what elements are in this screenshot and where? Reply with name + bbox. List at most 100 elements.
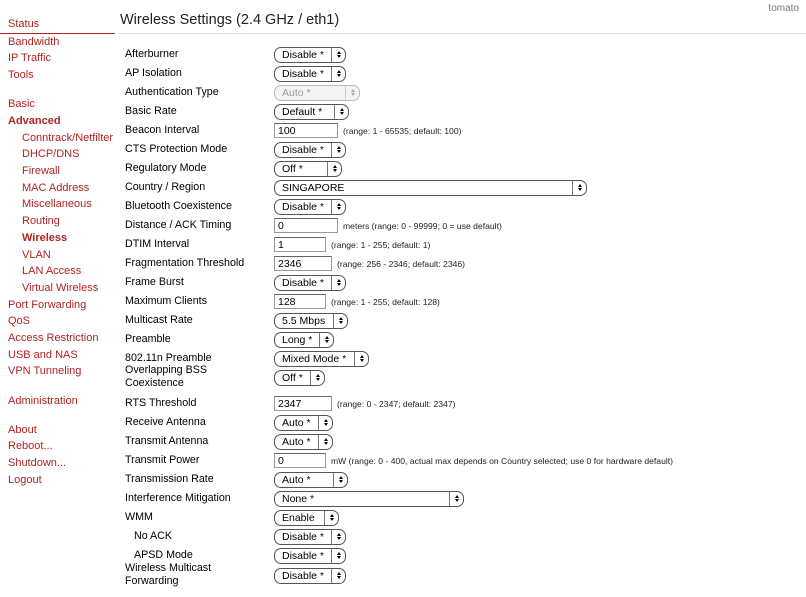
setting-label: Basic Rate (125, 105, 177, 117)
dtim-interval-input[interactable] (274, 237, 326, 252)
setting-row-ap-isolation: AP Isolation Disable * (125, 64, 805, 83)
transmit-power-input[interactable] (274, 453, 326, 468)
dtim-hint: (range: 1 - 255; default: 1) (331, 239, 431, 250)
sidebar-item-lan-access[interactable]: LAN Access (22, 265, 82, 278)
sidebar-item-routing[interactable]: Routing (22, 215, 60, 228)
frame-burst-select[interactable]: Disable * (274, 274, 346, 291)
sidebar-item-vpn-tunneling[interactable]: VPN Tunneling (8, 365, 82, 378)
setting-row-multicast-forwarding: Wireless Multicast Forwarding Disable * (125, 562, 805, 587)
sidebar-item-basic[interactable]: Basic (8, 98, 35, 111)
multicast-rate-select[interactable]: 5.5 Mbps (274, 312, 348, 329)
setting-label: No ACK (134, 530, 173, 542)
max-clients-hint: (range: 1 - 255; default: 128) (331, 296, 440, 307)
multicast-forwarding-select[interactable]: Disable * (274, 567, 346, 584)
sidebar-nav: Status Bandwidth IP Traffic Tools Basic … (0, 16, 115, 488)
obss-coexistence-select[interactable]: Off * (274, 369, 325, 386)
select-arrows-icon (331, 548, 345, 563)
sidebar-item-port-forwarding[interactable]: Port Forwarding (8, 298, 87, 311)
sidebar-item-conntrack[interactable]: Conntrack/Netfilter (22, 131, 114, 144)
setting-label: CTS Protection Mode (125, 143, 228, 155)
setting-label: Bluetooth Coexistence (125, 200, 232, 212)
sidebar-item-miscellaneous[interactable]: Miscellaneous (22, 198, 92, 211)
beacon-interval-input[interactable] (274, 123, 338, 138)
setting-row-bluetooth: Bluetooth Coexistence Disable * (125, 197, 805, 216)
sidebar-item-qos[interactable]: QoS (8, 315, 31, 328)
distance-input[interactable] (274, 218, 338, 233)
fragmentation-hint: (range: 256 - 2346; default: 2346) (337, 258, 466, 269)
sidebar-item-mac-address[interactable]: MAC Address (22, 181, 90, 194)
setting-label: Authentication Type (125, 86, 219, 98)
apsd-mode-select[interactable]: Disable * (274, 547, 346, 564)
auth-type-select: Auto * (274, 84, 360, 101)
cts-protection-select[interactable]: Disable * (274, 141, 346, 158)
select-arrows-icon (333, 313, 347, 328)
select-arrows-icon (331, 275, 345, 290)
setting-label: WMM (125, 511, 153, 523)
preamble-select[interactable]: Long * (274, 331, 334, 348)
select-arrows-icon (345, 85, 359, 100)
select-arrows-icon (572, 180, 586, 195)
transmit-power-hint: mW (range: 0 - 400, actual max depends o… (331, 455, 674, 466)
sidebar-item-virtual-wireless[interactable]: Virtual Wireless (22, 281, 99, 294)
transmission-rate-select[interactable]: Auto * (274, 471, 348, 488)
n-preamble-select[interactable]: Mixed Mode * (274, 350, 369, 367)
setting-row-wmm: WMM Enable (125, 508, 805, 527)
sidebar-item-reboot[interactable]: Reboot... (8, 440, 53, 453)
sidebar-item-about[interactable]: About (8, 423, 37, 436)
no-ack-select[interactable]: Disable * (274, 528, 346, 545)
setting-row-11n-preamble: 802.11n Preamble Mixed Mode * (125, 349, 805, 368)
wmm-select[interactable]: Enable (274, 509, 339, 526)
setting-label: Receive Antenna (125, 416, 206, 428)
sidebar-item-logout[interactable]: Logout (8, 473, 42, 486)
sidebar-item-wireless[interactable]: Wireless (22, 231, 68, 244)
setting-row-regulatory-mode: Regulatory Mode Off * (125, 159, 805, 178)
rts-threshold-input[interactable] (274, 396, 332, 411)
setting-row-obss: Overlapping BSS Coexistence Off * (125, 364, 805, 389)
sidebar-item-vlan[interactable]: VLAN (22, 248, 51, 261)
sidebar-item-advanced[interactable]: Advanced (8, 114, 61, 127)
bluetooth-coexistence-select[interactable]: Disable * (274, 198, 346, 215)
sidebar-item-firewall[interactable]: Firewall (22, 165, 60, 178)
setting-row-afterburner: Afterburner Disable * (125, 45, 805, 64)
interference-mitigation-select[interactable]: None * (274, 490, 464, 507)
setting-row-multicast-rate: Multicast Rate 5.5 Mbps (125, 311, 805, 330)
sidebar-item-status[interactable]: Status (0, 16, 115, 34)
receive-antenna-select[interactable]: Auto * (274, 414, 333, 431)
setting-label: AP Isolation (125, 67, 182, 79)
brand-name: tomato (768, 3, 799, 14)
setting-row-interference: Interference Mitigation None * (125, 489, 805, 508)
setting-row-cts-protection: CTS Protection Mode Disable * (125, 140, 805, 159)
fragmentation-threshold-input[interactable] (274, 256, 332, 271)
sidebar-item-bandwidth[interactable]: Bandwidth (8, 35, 60, 48)
setting-label: Regulatory Mode (125, 162, 207, 174)
setting-label: Multicast Rate (125, 314, 193, 326)
sidebar-item-access-restriction[interactable]: Access Restriction (8, 332, 99, 345)
select-arrows-icon (331, 66, 345, 81)
setting-label: Transmit Power (125, 454, 200, 466)
country-select[interactable]: SINGAPORE (274, 179, 587, 196)
setting-row-auth-type: Authentication Type Auto * (125, 83, 805, 102)
setting-row-beacon-interval: Beacon Interval (range: 1 - 65535; defau… (125, 121, 805, 140)
max-clients-input[interactable] (274, 294, 326, 309)
regulatory-mode-select[interactable]: Off * (274, 160, 342, 177)
ap-isolation-select[interactable]: Disable * (274, 65, 346, 82)
transmit-antenna-select[interactable]: Auto * (274, 433, 333, 450)
setting-row-max-clients: Maximum Clients (range: 1 - 255; default… (125, 292, 805, 311)
select-arrows-icon (324, 510, 338, 525)
select-arrows-icon (331, 142, 345, 157)
select-arrows-icon (331, 199, 345, 214)
setting-row-country: Country / Region SINGAPORE (125, 178, 805, 197)
sidebar-item-dhcp-dns[interactable]: DHCP/DNS (22, 148, 80, 161)
setting-row-basic-rate: Basic Rate Default * (125, 102, 805, 121)
select-arrows-icon (310, 370, 324, 385)
afterburner-select[interactable]: Disable * (274, 46, 346, 63)
sidebar-item-administration[interactable]: Administration (8, 394, 78, 407)
page-title: Wireless Settings (2.4 GHz / eth1) (120, 12, 340, 28)
basic-rate-select[interactable]: Default * (274, 103, 349, 120)
sidebar-item-shutdown[interactable]: Shutdown... (8, 457, 67, 470)
sidebar-item-ip-traffic[interactable]: IP Traffic (8, 52, 52, 65)
setting-row-tx-rate: Transmission Rate Auto * (125, 470, 805, 489)
select-arrows-icon (327, 161, 341, 176)
sidebar-item-tools[interactable]: Tools (8, 69, 34, 82)
sidebar-item-usb-nas[interactable]: USB and NAS (8, 348, 78, 361)
